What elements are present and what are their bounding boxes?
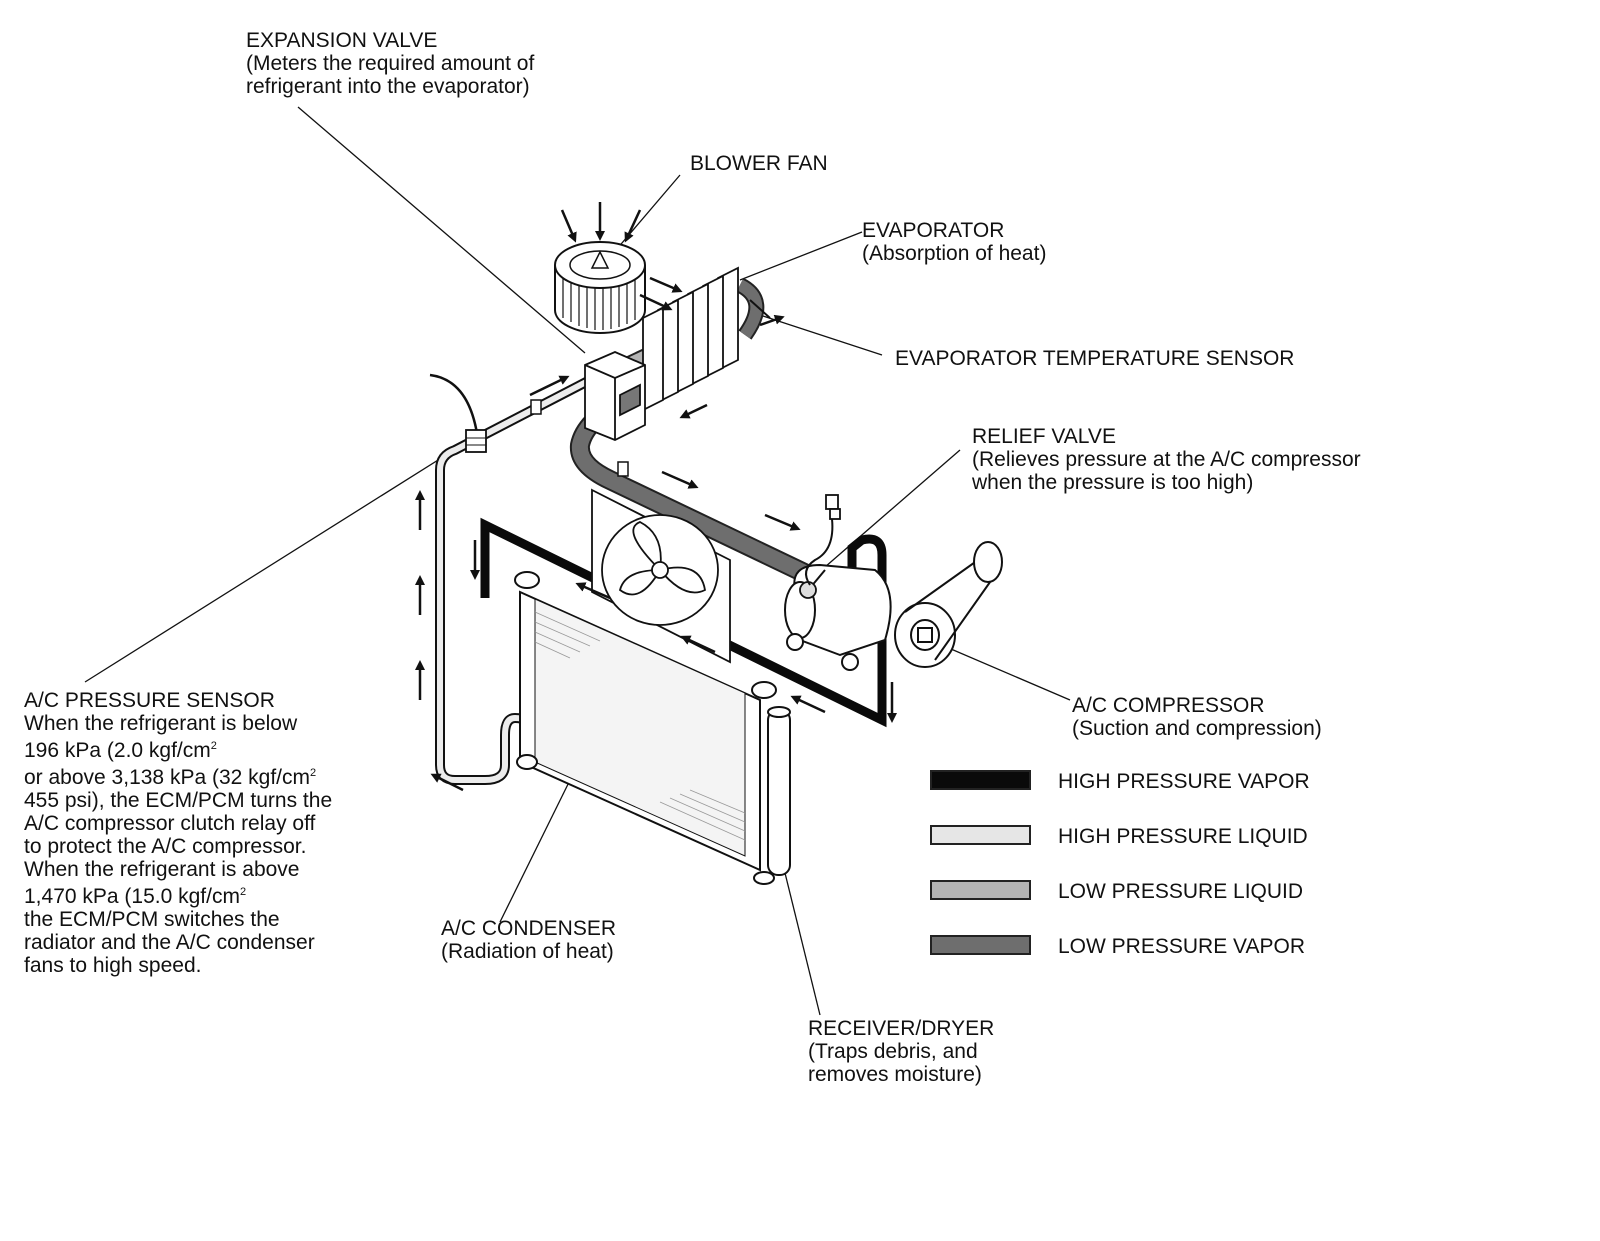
label-receiver-dryer-line-1: (Traps debris, and (808, 1040, 978, 1063)
receiver-dryer (753, 706, 791, 885)
leader-ac-condenser (499, 769, 576, 923)
leader-evaporator-temperature-sensor (759, 314, 883, 356)
service-port-high (530, 399, 542, 415)
pipe-compressor-discharge (847, 534, 887, 580)
label-evaporator: EVAPORATOR (Absorption of heat) (862, 219, 1046, 265)
legend-swatch-low-pressure-vapor (930, 935, 1031, 955)
legend-label-low-pressure-liquid: LOW PRESSURE LIQUID (1058, 880, 1304, 903)
label-ac-compressor-line-1: (Suction and compression) (1072, 717, 1322, 740)
label-ac-condenser: A/C CONDENSER (Radiation of heat) (441, 917, 616, 963)
label-relief-valve: RELIEF VALVE (Relieves pressure at the A… (972, 425, 1361, 494)
leader-relief-valve (809, 449, 961, 581)
superscript-2: 2 (239, 886, 247, 898)
label-receiver-dryer-title: RECEIVER/DRYER (808, 1017, 995, 1040)
label-ac-pressure-sensor-line-2: 196 kPa (2.0 kgf/cm2 (24, 739, 217, 762)
label-blower-fan-title: BLOWER FAN (690, 152, 828, 175)
label-blower-fan: BLOWER FAN (690, 152, 828, 175)
ac-compressor (784, 541, 1003, 671)
leader-receiver-dryer (784, 872, 821, 1016)
evaporator (642, 266, 739, 412)
legend-swatch-high-pressure-liquid (930, 825, 1031, 845)
leader-ac-compressor (929, 639, 1071, 701)
ac-pressure-sensor (429, 373, 487, 453)
label-receiver-dryer: RECEIVER/DRYER (Traps debris, and remove… (808, 1017, 994, 1086)
label-ac-pressure-sensor-line-3: or above 3,138 kPa (32 kgf/cm2 (24, 766, 317, 789)
leader-expansion-valve (297, 106, 586, 354)
label-evaporator-title: EVAPORATOR (862, 219, 1005, 242)
label-relief-valve-title: RELIEF VALVE (972, 425, 1116, 448)
relief-valve (799, 581, 817, 599)
flow-arrows (415, 202, 897, 792)
label-ac-pressure-sensor-line-9: the ECM/PCM switches the (24, 908, 280, 931)
expansion-valve (584, 351, 646, 441)
legend-label-high-pressure-vapor: HIGH PRESSURE VAPOR (1058, 770, 1310, 793)
label-ac-pressure-sensor-line-6: to protect the A/C compressor. (24, 835, 307, 858)
leader-blower-fan (615, 174, 681, 251)
leader-ac-pressure-sensor (84, 444, 463, 683)
label-expansion-valve: EXPANSION VALVE (Meters the required amo… (246, 29, 534, 98)
leader-lines (84, 106, 1071, 1016)
label-expansion-valve-line-2: refrigerant into the evaporator) (246, 75, 530, 98)
label-ac-condenser-line-1: (Radiation of heat) (441, 940, 614, 963)
label-evaporator-temperature-sensor: EVAPORATOR TEMPERATURE SENSOR (895, 347, 1294, 370)
label-ac-pressure-sensor-line-4: 455 psi), the ECM/PCM turns the (24, 789, 333, 812)
superscript-2: 2 (210, 740, 217, 752)
blower-fan (554, 241, 646, 334)
label-relief-valve-line-2: when the pressure is too high) (972, 471, 1254, 494)
label-ac-compressor: A/C COMPRESSOR (Suction and compression) (1072, 694, 1322, 740)
compressor-clutch-connector (805, 494, 841, 586)
label-ac-pressure-sensor-line-5: A/C compressor clutch relay off (24, 812, 316, 835)
label-evaporator-line-1: (Absorption of heat) (862, 242, 1047, 265)
legend-label-high-pressure-liquid: HIGH PRESSURE LIQUID (1058, 825, 1308, 848)
superscript-2: 2 (310, 767, 317, 779)
label-expansion-valve-line-1: (Meters the required amount of (246, 52, 535, 75)
label-relief-valve-line-1: (Relieves pressure at the A/C compressor (972, 448, 1361, 471)
label-ac-pressure-sensor-line-1: When the refrigerant is below (24, 712, 298, 735)
evaporator-temperature-sensor (749, 299, 771, 319)
service-port-low (617, 461, 629, 477)
legend-label-low-pressure-vapor: LOW PRESSURE VAPOR (1058, 935, 1305, 958)
label-ac-pressure-sensor-line-11: fans to high speed. (24, 954, 202, 977)
label-ac-pressure-sensor-line-8: 1,470 kPa (15.0 kgf/cm2 (24, 885, 247, 908)
pipe-high-pressure-liquid (437, 377, 592, 783)
label-ac-pressure-sensor: A/C PRESSURE SENSOR When the refrigerant… (24, 689, 332, 977)
label-ac-compressor-title: A/C COMPRESSOR (1072, 694, 1265, 717)
label-ac-condenser-title: A/C CONDENSER (441, 917, 617, 940)
label-expansion-valve-title: EXPANSION VALVE (246, 29, 438, 52)
label-ac-pressure-sensor-title: A/C PRESSURE SENSOR (24, 689, 275, 712)
label-ac-pressure-sensor-line-10: radiator and the A/C condenser (24, 931, 315, 954)
label-receiver-dryer-line-2: removes moisture) (808, 1063, 982, 1086)
radiator-fan (591, 488, 731, 664)
ac-condenser (514, 571, 777, 872)
label-evaporator-temperature-sensor-title: EVAPORATOR TEMPERATURE SENSOR (895, 347, 1295, 370)
legend-swatch-low-pressure-liquid (930, 880, 1031, 900)
label-ac-pressure-sensor-line-7: When the refrigerant is above (24, 858, 300, 881)
leader-evaporator (739, 231, 863, 281)
legend-swatch-high-pressure-vapor (930, 770, 1031, 790)
